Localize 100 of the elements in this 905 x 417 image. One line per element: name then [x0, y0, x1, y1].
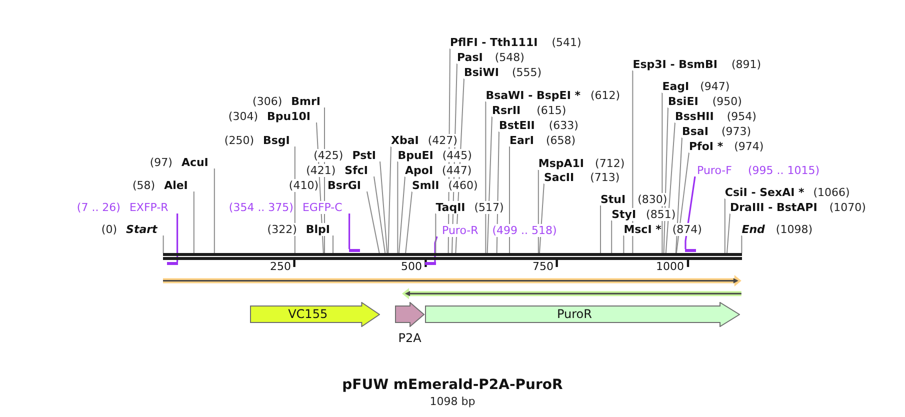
cut-site-position: (1066) [813, 186, 850, 198]
cut-site-position: (517) [474, 200, 504, 214]
primer-location: (354 .. 375) [228, 200, 294, 214]
primer-location: (499 .. 518) [492, 224, 557, 236]
enzyme-name: BsgI [263, 134, 290, 146]
enzyme-name: BsaI [682, 124, 708, 138]
enzyme-name: AleI [164, 178, 188, 192]
enzyme-name: CsiI - SexAI * [724, 186, 804, 198]
sequence-coordinate: (1098) [776, 222, 812, 236]
enzyme-name: AcuI [181, 156, 208, 168]
enzyme-name: Esp3I - BsmBI [632, 58, 718, 70]
leader-line [435, 213, 436, 254]
scale-label: 500 [401, 260, 422, 274]
primer-name: Puro-F [697, 164, 732, 176]
cut-site-position: (447) [442, 164, 472, 176]
map-title: pFUW mEmerald-P2A-PuroR [342, 377, 563, 394]
cut-site-position: (58) [132, 178, 156, 192]
sequence-length: 1098 bp [430, 395, 476, 409]
cut-site-position: (830) [638, 192, 668, 206]
enzyme-name: XbaI [391, 134, 419, 146]
leader-line [214, 168, 215, 254]
scale-label: 750 [532, 260, 554, 274]
leader-line [623, 235, 624, 254]
leader-line [193, 191, 194, 254]
enzyme-name: BmrI [291, 94, 320, 108]
leader-line [726, 213, 730, 254]
leader-line [676, 152, 690, 254]
enzyme-name: SmlI [412, 178, 440, 192]
primer-name: EXFP-R [129, 200, 168, 214]
enzyme-name: BstEII [499, 118, 535, 132]
primer-name: Puro-R [442, 224, 478, 236]
enzyme-name: StyI [612, 208, 636, 220]
cut-site-position: (460) [448, 178, 478, 192]
cut-site-position: (658) [546, 134, 576, 146]
cut-site-position: (947) [700, 80, 730, 92]
enzyme-name: ApoI [405, 164, 434, 176]
sequence-coordinate: (0) [101, 222, 118, 236]
leader-line [611, 220, 612, 254]
cut-site-position: (612) [590, 88, 620, 102]
cut-site-position: (954) [726, 110, 756, 122]
cut-site-position: (633) [548, 118, 578, 132]
cut-site-position: (973) [721, 124, 752, 138]
enzyme-name: StuI [600, 192, 626, 206]
leader-line [600, 205, 601, 254]
cut-site-position: (250) [224, 134, 254, 146]
primer-binding-mark [349, 249, 360, 252]
enzyme-name: BsiEI [668, 94, 698, 108]
cut-site-position: (555) [512, 66, 542, 78]
cut-site-position: (950) [712, 94, 742, 108]
enzyme-name: BsiWI [464, 66, 499, 78]
cut-site-position: (421) [306, 164, 336, 176]
dna-backbone [163, 253, 742, 260]
sequence-end-label: Start [126, 222, 158, 236]
scale-label: 250 [270, 260, 291, 274]
leader-line [632, 70, 634, 254]
primer-binding-mark [425, 262, 436, 264]
cut-site-position: (713) [590, 170, 620, 184]
feature-label: PuroR [557, 307, 592, 321]
sequence-end-label: End [742, 222, 765, 236]
enzyme-name: BsaWI - BspEI * [486, 88, 580, 102]
enzyme-name: MscI * [624, 222, 662, 236]
leader-line [380, 161, 388, 254]
leader-line [724, 198, 726, 254]
primer-leader-line [348, 214, 350, 249]
leader-line [366, 191, 380, 254]
leader-line [485, 101, 486, 254]
cut-site-position: (306) [252, 94, 282, 108]
cut-site-position: (410) [288, 178, 319, 192]
cut-site-position: (97) [150, 156, 172, 168]
primer-name: EGFP-C [302, 200, 342, 214]
cut-site-position: (427) [428, 134, 458, 146]
cut-site-position: (712) [595, 156, 625, 170]
scale-label: 1000 [656, 260, 684, 274]
enzyme-name: SacII [544, 170, 574, 184]
enzyme-name: BpuEI [398, 148, 434, 162]
enzyme-name: BssHII [675, 110, 714, 122]
enzyme-name: BlpI [306, 222, 330, 236]
primer-location: (995 .. 1015) [748, 164, 820, 176]
enzyme-name: DraIII - BstAPI [730, 200, 818, 214]
cut-site-position: (541) [552, 36, 582, 48]
primer-leader-line [176, 214, 178, 262]
leader-line [741, 235, 742, 254]
enzyme-name: RsrII [492, 104, 521, 116]
leader-line [509, 146, 510, 254]
primer-location: (7 .. 26) [76, 200, 120, 214]
enzyme-name: EarI [510, 134, 534, 146]
cut-site-position: (874) [672, 222, 702, 236]
leader-line [388, 146, 392, 254]
enzyme-name: PstI [352, 148, 376, 162]
cut-site-position: (304) [228, 110, 258, 122]
leader-line [398, 176, 406, 254]
cut-site-position: (851) [646, 208, 676, 220]
leader-line [405, 191, 412, 254]
cut-site-position: (615) [536, 104, 566, 116]
enzyme-name: PfoI * [689, 140, 724, 152]
cut-site-position: (425) [314, 148, 344, 162]
enzyme-name: PasI [457, 50, 483, 64]
leader-line [397, 161, 398, 254]
enzyme-name: EagI [662, 80, 690, 92]
enzyme-name: BsrGI [328, 178, 361, 192]
